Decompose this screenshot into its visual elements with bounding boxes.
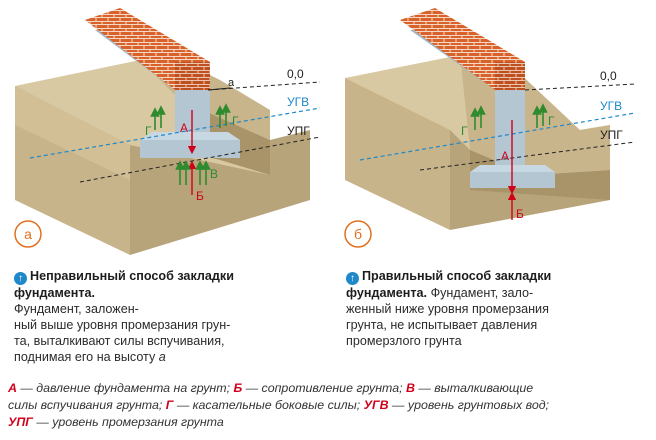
left-diagram: 0,0 УГВ УПГ а А Б В Г Г а	[14, 8, 321, 255]
level-zero-label-right: 0,0	[600, 69, 617, 83]
marker-a-label: а	[24, 226, 32, 242]
info-icon: ↑	[14, 272, 27, 285]
ugv-label-right: УГВ	[600, 99, 622, 113]
right-caption-title2: фундамента.	[346, 286, 428, 300]
force-a-label-left: А	[180, 121, 188, 135]
force-v-arrows-left	[175, 160, 211, 185]
level-zero-line-left	[207, 81, 321, 91]
height-label-left: а	[228, 77, 235, 89]
force-b-label-right: Б	[516, 207, 524, 221]
force-g-arrows-right	[470, 103, 548, 130]
right-caption-line4: промерзлого грунта	[346, 334, 462, 348]
legend-v-text: — выталкивающие	[414, 381, 534, 395]
upg-label-left: УПГ	[287, 124, 310, 138]
marker-a-circle	[14, 220, 42, 248]
right-caption: ↑Правильный способ закладки фундамента. …	[346, 268, 636, 349]
brick-wall-front-left	[175, 62, 210, 90]
legend-upg-key: УПГ	[8, 415, 33, 429]
force-a-label-right: А	[501, 149, 509, 163]
foundation-stem-right	[495, 90, 525, 175]
info-icon: ↑	[346, 272, 359, 285]
right-caption-line1: Фундамент, зало-	[430, 286, 534, 300]
right-caption-title1: Правильный способ закладки	[362, 269, 552, 283]
upg-line-right	[419, 141, 636, 171]
ugv-line-right	[359, 112, 636, 161]
level-zero-line-right	[524, 83, 636, 91]
force-g-label-left-2: Г	[232, 114, 239, 128]
force-b-label-left: Б	[196, 189, 204, 203]
legend-ugv-key: УГВ	[363, 398, 389, 412]
upg-line-left	[79, 136, 321, 183]
legend: А — давление фундамента на грунт; Б — со…	[8, 380, 648, 431]
legend-v-text2: силы вспучивания грунта;	[8, 398, 166, 412]
legend-g-key: Г	[165, 398, 174, 412]
foundation-footing-top-left	[140, 132, 240, 140]
marker-b-circle	[344, 220, 372, 248]
left-caption: ↑Неправильный способ закладки фундамента…	[14, 268, 304, 365]
upg-label-right: УПГ	[600, 128, 623, 142]
legend-b-key: Б	[233, 381, 243, 395]
left-caption-line4-var: а	[158, 350, 166, 364]
legend-upg-text: — уровень промерзания грунта	[32, 415, 224, 429]
force-g-label-right-1: Г	[461, 124, 468, 138]
legend-v-key: В	[405, 381, 415, 395]
left-caption-line2: ный выше уровня промерзания грун-	[14, 318, 231, 332]
left-caption-line4: поднимая его на высоту	[14, 350, 156, 364]
ugv-label-left: УГВ	[287, 95, 309, 109]
force-g-label-right-2: Г	[548, 114, 555, 128]
left-caption-line3: та, выталкивают силы вспучивания,	[14, 334, 225, 348]
legend-a-text: — давление фундамента на грунт;	[16, 381, 234, 395]
ugv-line-left	[29, 107, 321, 159]
force-v-label-left: В	[210, 167, 218, 181]
brick-wall-right	[400, 8, 525, 90]
legend-b-text: — сопротивление грунта;	[242, 381, 406, 395]
right-caption-line3: грунта, не испытывает давления	[346, 318, 538, 332]
left-caption-line1: Фундамент, заложен-	[14, 302, 139, 316]
level-zero-label-left: 0,0	[287, 67, 304, 81]
left-caption-title: Неправильный способ закладки фундамента.	[14, 269, 234, 300]
soil-right-left	[130, 130, 310, 255]
height-line-left	[207, 87, 231, 91]
force-g-label-left-1: Г	[145, 124, 152, 138]
force-g-arrows-left	[150, 103, 231, 130]
right-diagram: 0,0 УГВ УПГ А Б Г Г б	[344, 8, 636, 248]
soil-frozen-front-left	[15, 86, 130, 180]
legend-a-key: А	[8, 381, 17, 395]
legend-g-text: — касательные боковые силы;	[173, 398, 364, 412]
brick-wall-front-right	[495, 62, 525, 90]
right-caption-line2: женный ниже уровня промерзания	[346, 302, 549, 316]
marker-b-label: б	[354, 226, 362, 242]
legend-ugv-text: — уровень грунтовых вод;	[388, 398, 550, 412]
